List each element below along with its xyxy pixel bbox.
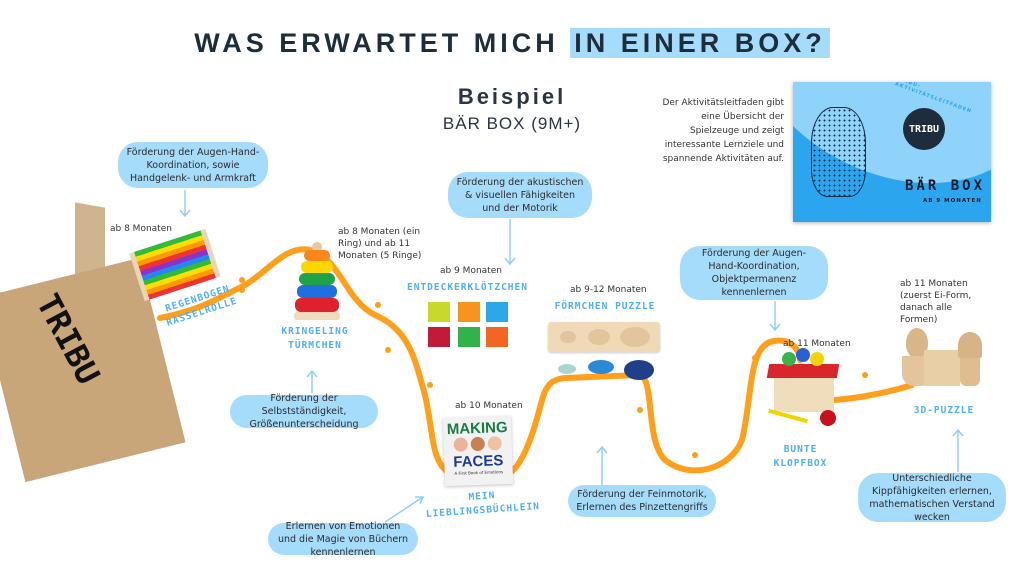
benefit-bubble: Förderung der akustischen & visuellen Fä… [448,172,592,218]
toy-label: BUNTE KLOPFBOX [773,444,828,469]
toy-age: ab 9-12 Monaten [570,285,647,295]
subtitle: Beispiel [457,84,567,109]
puzzle-piece-image [624,360,654,380]
3d-puzzle-image [902,328,986,390]
benefit-bubble: Förderung der Augen-Hand-Koordination, O… [680,246,828,300]
toy-age: ab 11 Monaten (zuerst Ei-Form, danach al… [900,279,972,325]
shape-puzzle-image [548,322,660,352]
toy-label: 3D-PUZZLE [913,405,975,416]
guide-description: Der Aktivitätsleitfaden gibt eine Übersi… [662,98,784,164]
guide-title: BÄR BOX [905,178,986,194]
puzzle-piece-image [588,360,614,374]
book-image: MAKING FACES A First Book of Emotions [442,415,514,487]
toy-age: ab 8 Monaten (ein Ring) und ab 11 Monate… [338,227,422,261]
toy-label: ENTDECKERKLÖTZCHEN [407,282,528,293]
toy-age: ab 9 Monaten [440,266,502,276]
benefit-bubble: Erlernen von Emotionen und die Magie von… [268,521,418,558]
pound-box-image [766,348,840,430]
tribu-box-image: TRIBU [0,202,186,483]
toy-label: FÖRMCHEN PUZZLE [554,301,656,312]
title-part-1: WAS ERWARTET MICH [194,28,571,58]
guide-logo: TRIBU [903,108,945,150]
puzzle-piece-image [558,364,576,374]
book-title: MAKING [446,418,508,439]
paw-prints-icon [239,277,868,458]
bear-illustration [811,107,866,197]
guide-age: AB 9 MONATEN [923,198,982,204]
benefit-bubble: Förderung der Augen-Hand-Koordination, s… [118,142,268,188]
benefit-bubble: Förderung der Selbstständigkeit, Größenu… [230,393,378,430]
toy-age: ab 8 Monaten [110,224,172,234]
discovery-blocks-image [428,302,510,348]
toy-age: ab 11 Monaten [783,339,851,349]
toy-age: ab 10 Monaten [455,401,523,411]
activity-guide-image: TRIBU TRIBU-AKTIVITÄTSLEITFADEN BÄR BOX … [793,82,991,222]
page-title: WAS ERWARTET MICH IN EINER BOX? [0,28,1024,59]
benefit-bubble: Unterschiedliche Kippfähigkeiten erlerne… [858,473,1006,523]
book-subtitle: A First Book of Emotions [454,469,504,476]
title-highlight: IN EINER BOX? [570,28,830,58]
arrows [179,190,964,523]
ring-tower-image [292,242,342,322]
box-name: BÄR BOX (9M+) [442,114,582,133]
toy-label: KRINGELING TÜRMCHEN [281,326,349,351]
benefit-bubble: Förderung der Feinmotorik, Erlernen des … [568,485,716,517]
